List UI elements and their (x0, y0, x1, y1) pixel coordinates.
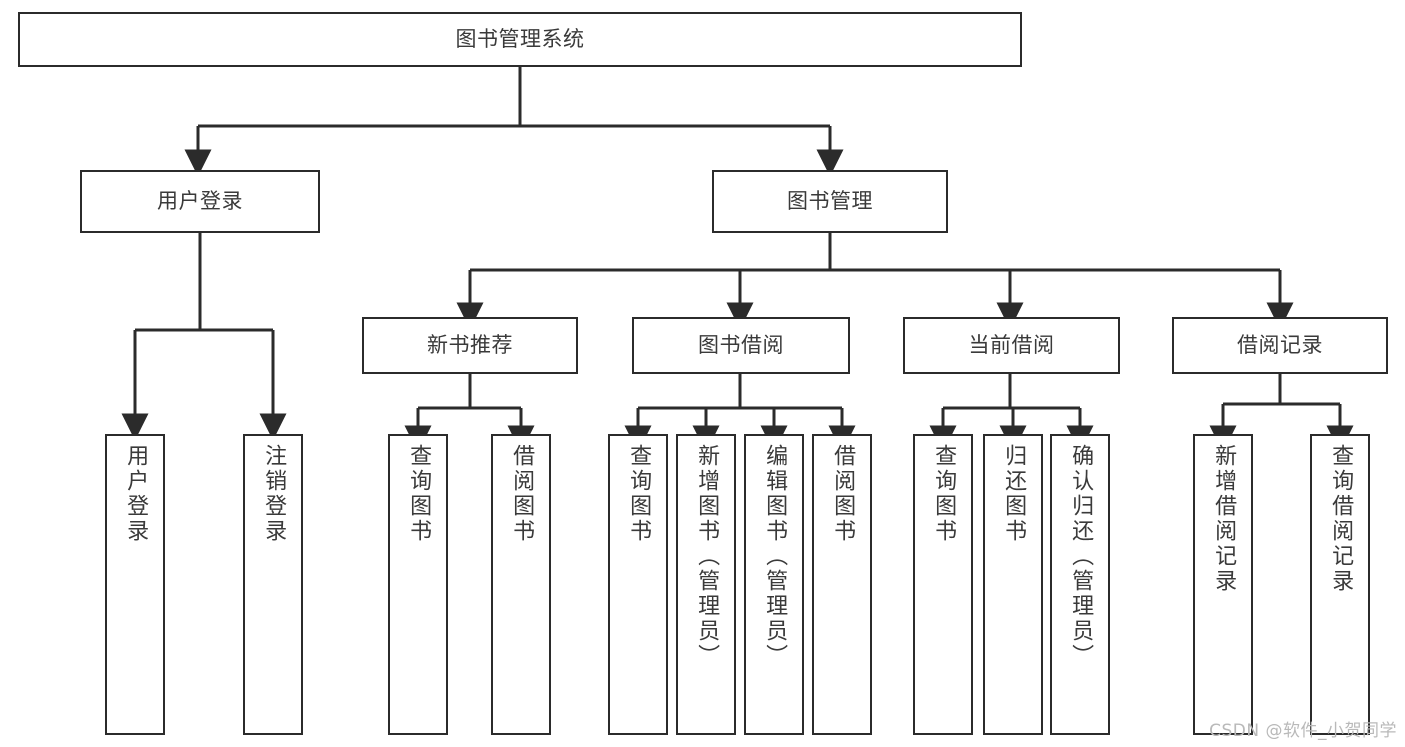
node-leaf-borrow-records-add[interactable]: 新增借阅记录 (1193, 434, 1253, 735)
node-book-borrow[interactable]: 图书借阅 (632, 317, 850, 374)
node-book-borrow-label: 图书借阅 (698, 333, 784, 358)
node-leaf-borrow-records-add-label: 新增借阅记录 (1211, 444, 1237, 594)
node-leaf-book-borrow-add-label: 新增图书（管理员） (694, 444, 720, 669)
node-leaf-book-borrow-edit-label: 编辑图书（管理员） (762, 444, 788, 669)
node-leaf-book-borrow-edit[interactable]: 编辑图书（管理员） (744, 434, 804, 735)
node-leaf-current-borrow-confirm[interactable]: 确认归还（管理员） (1050, 434, 1110, 735)
node-leaf-current-borrow-return-label: 归还图书 (1001, 444, 1027, 544)
node-leaf-new-book-query-label: 查询图书 (406, 444, 432, 544)
node-leaf-current-borrow-confirm-label: 确认归还（管理员） (1068, 444, 1094, 669)
node-book-management[interactable]: 图书管理 (712, 170, 948, 233)
node-leaf-user-login-logout-label: 注销登录 (261, 444, 287, 544)
node-current-borrow-label: 当前借阅 (968, 333, 1055, 358)
node-leaf-new-book-borrow[interactable]: 借阅图书 (491, 434, 551, 735)
node-leaf-book-borrow-query[interactable]: 查询图书 (608, 434, 668, 735)
csdn-watermark: CSDN @软件_小贺同学 (1209, 721, 1397, 741)
node-user-login[interactable]: 用户登录 (80, 170, 320, 233)
node-leaf-book-borrow-add[interactable]: 新增图书（管理员） (676, 434, 736, 735)
node-root-system-label: 图书管理系统 (455, 27, 585, 52)
node-leaf-borrow-records-query[interactable]: 查询借阅记录 (1310, 434, 1370, 735)
node-book-management-label: 图书管理 (787, 189, 873, 214)
node-leaf-book-borrow-borrow[interactable]: 借阅图书 (812, 434, 872, 735)
node-leaf-book-borrow-query-label: 查询图书 (626, 444, 652, 544)
node-borrow-records[interactable]: 借阅记录 (1172, 317, 1388, 374)
node-borrow-records-label: 借阅记录 (1237, 333, 1323, 358)
node-leaf-new-book-borrow-label: 借阅图书 (509, 444, 535, 544)
node-leaf-user-login-logout[interactable]: 注销登录 (243, 434, 303, 735)
node-leaf-new-book-query[interactable]: 查询图书 (388, 434, 448, 735)
node-new-book-recommend[interactable]: 新书推荐 (362, 317, 578, 374)
node-current-borrow[interactable]: 当前借阅 (903, 317, 1120, 374)
node-leaf-user-login-login[interactable]: 用户登录 (105, 434, 165, 735)
node-leaf-book-borrow-borrow-label: 借阅图书 (830, 444, 856, 544)
node-leaf-current-borrow-query[interactable]: 查询图书 (913, 434, 973, 735)
node-root-system[interactable]: 图书管理系统 (18, 12, 1022, 67)
node-new-book-recommend-label: 新书推荐 (427, 333, 513, 358)
node-user-login-label: 用户登录 (157, 189, 243, 214)
node-leaf-current-borrow-query-label: 查询图书 (931, 444, 957, 544)
node-leaf-user-login-login-label: 用户登录 (123, 444, 149, 544)
node-leaf-current-borrow-return[interactable]: 归还图书 (983, 434, 1043, 735)
node-leaf-borrow-records-query-label: 查询借阅记录 (1328, 444, 1354, 594)
